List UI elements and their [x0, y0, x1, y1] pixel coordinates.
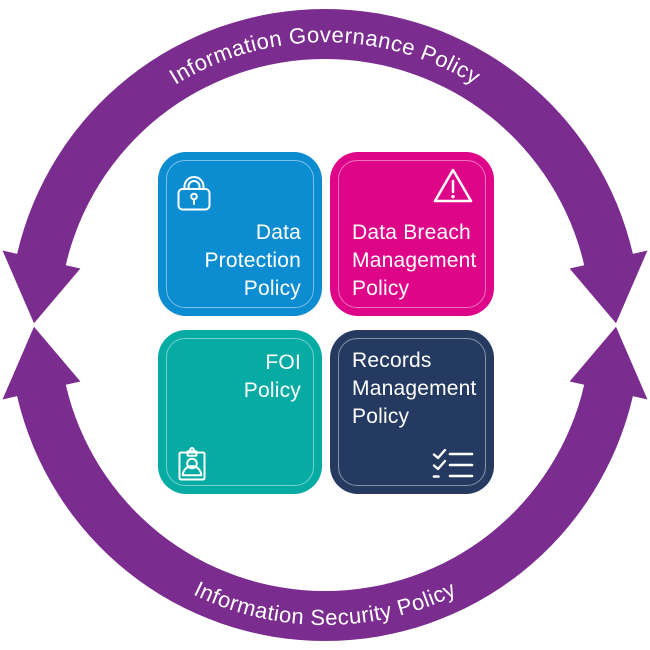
card-label: Records Management Policy	[352, 349, 477, 428]
ring-top-band-arrow	[2, 8, 648, 324]
warning-triangle-icon	[433, 168, 473, 203]
id-badge-icon	[178, 447, 206, 481]
ring-bottom-band-arrow	[2, 326, 648, 642]
card-label: Data Protection Policy	[204, 221, 301, 300]
checklist-icon	[432, 449, 474, 478]
card-data-breach-management-policy: Data Breach Management Policy	[330, 152, 494, 316]
lock-icon	[177, 176, 211, 211]
card-records-management-policy: Records Management Policy	[330, 330, 494, 494]
card-foi-policy: FOI Policy	[158, 330, 322, 494]
card-label: Data Breach Management Policy	[352, 221, 477, 300]
card-data-protection-policy: Data Protection Policy	[158, 152, 322, 316]
card-label: FOI Policy	[243, 351, 301, 402]
